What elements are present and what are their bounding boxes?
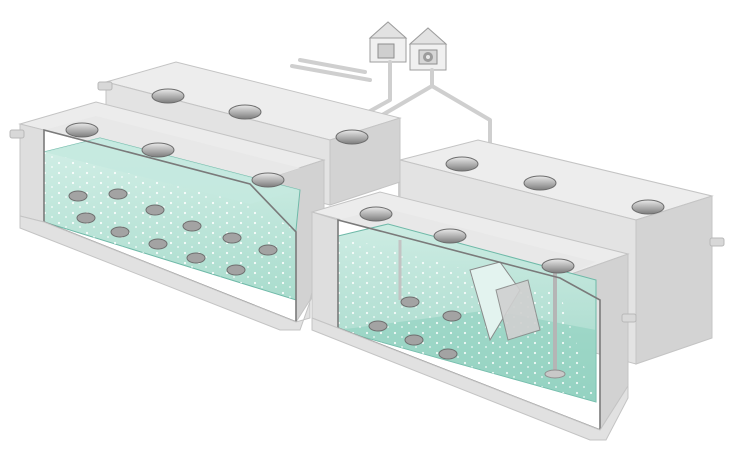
blower-house-icon — [377, 43, 395, 59]
blower-house-left — [368, 21, 408, 63]
inlet-pipe-icon — [9, 129, 25, 139]
inlet-pipe-icon — [97, 81, 113, 91]
blower-house-right — [408, 27, 448, 71]
tank-front-left-aeration — [9, 101, 326, 331]
air-diffuser-icon — [68, 188, 278, 276]
inlet-pipe-icon — [709, 237, 725, 247]
tank-front-right-aeration-clarifier — [310, 191, 637, 441]
manhole-cover-icon — [359, 206, 575, 274]
manhole-cover-icon — [65, 122, 285, 188]
blower-house-fan-icon — [418, 49, 438, 65]
inlet-pipe-icon — [621, 313, 637, 323]
manhole-cover-icon — [445, 156, 665, 215]
air-diffuser-icon — [368, 296, 462, 360]
manhole-cover-icon — [151, 88, 369, 145]
